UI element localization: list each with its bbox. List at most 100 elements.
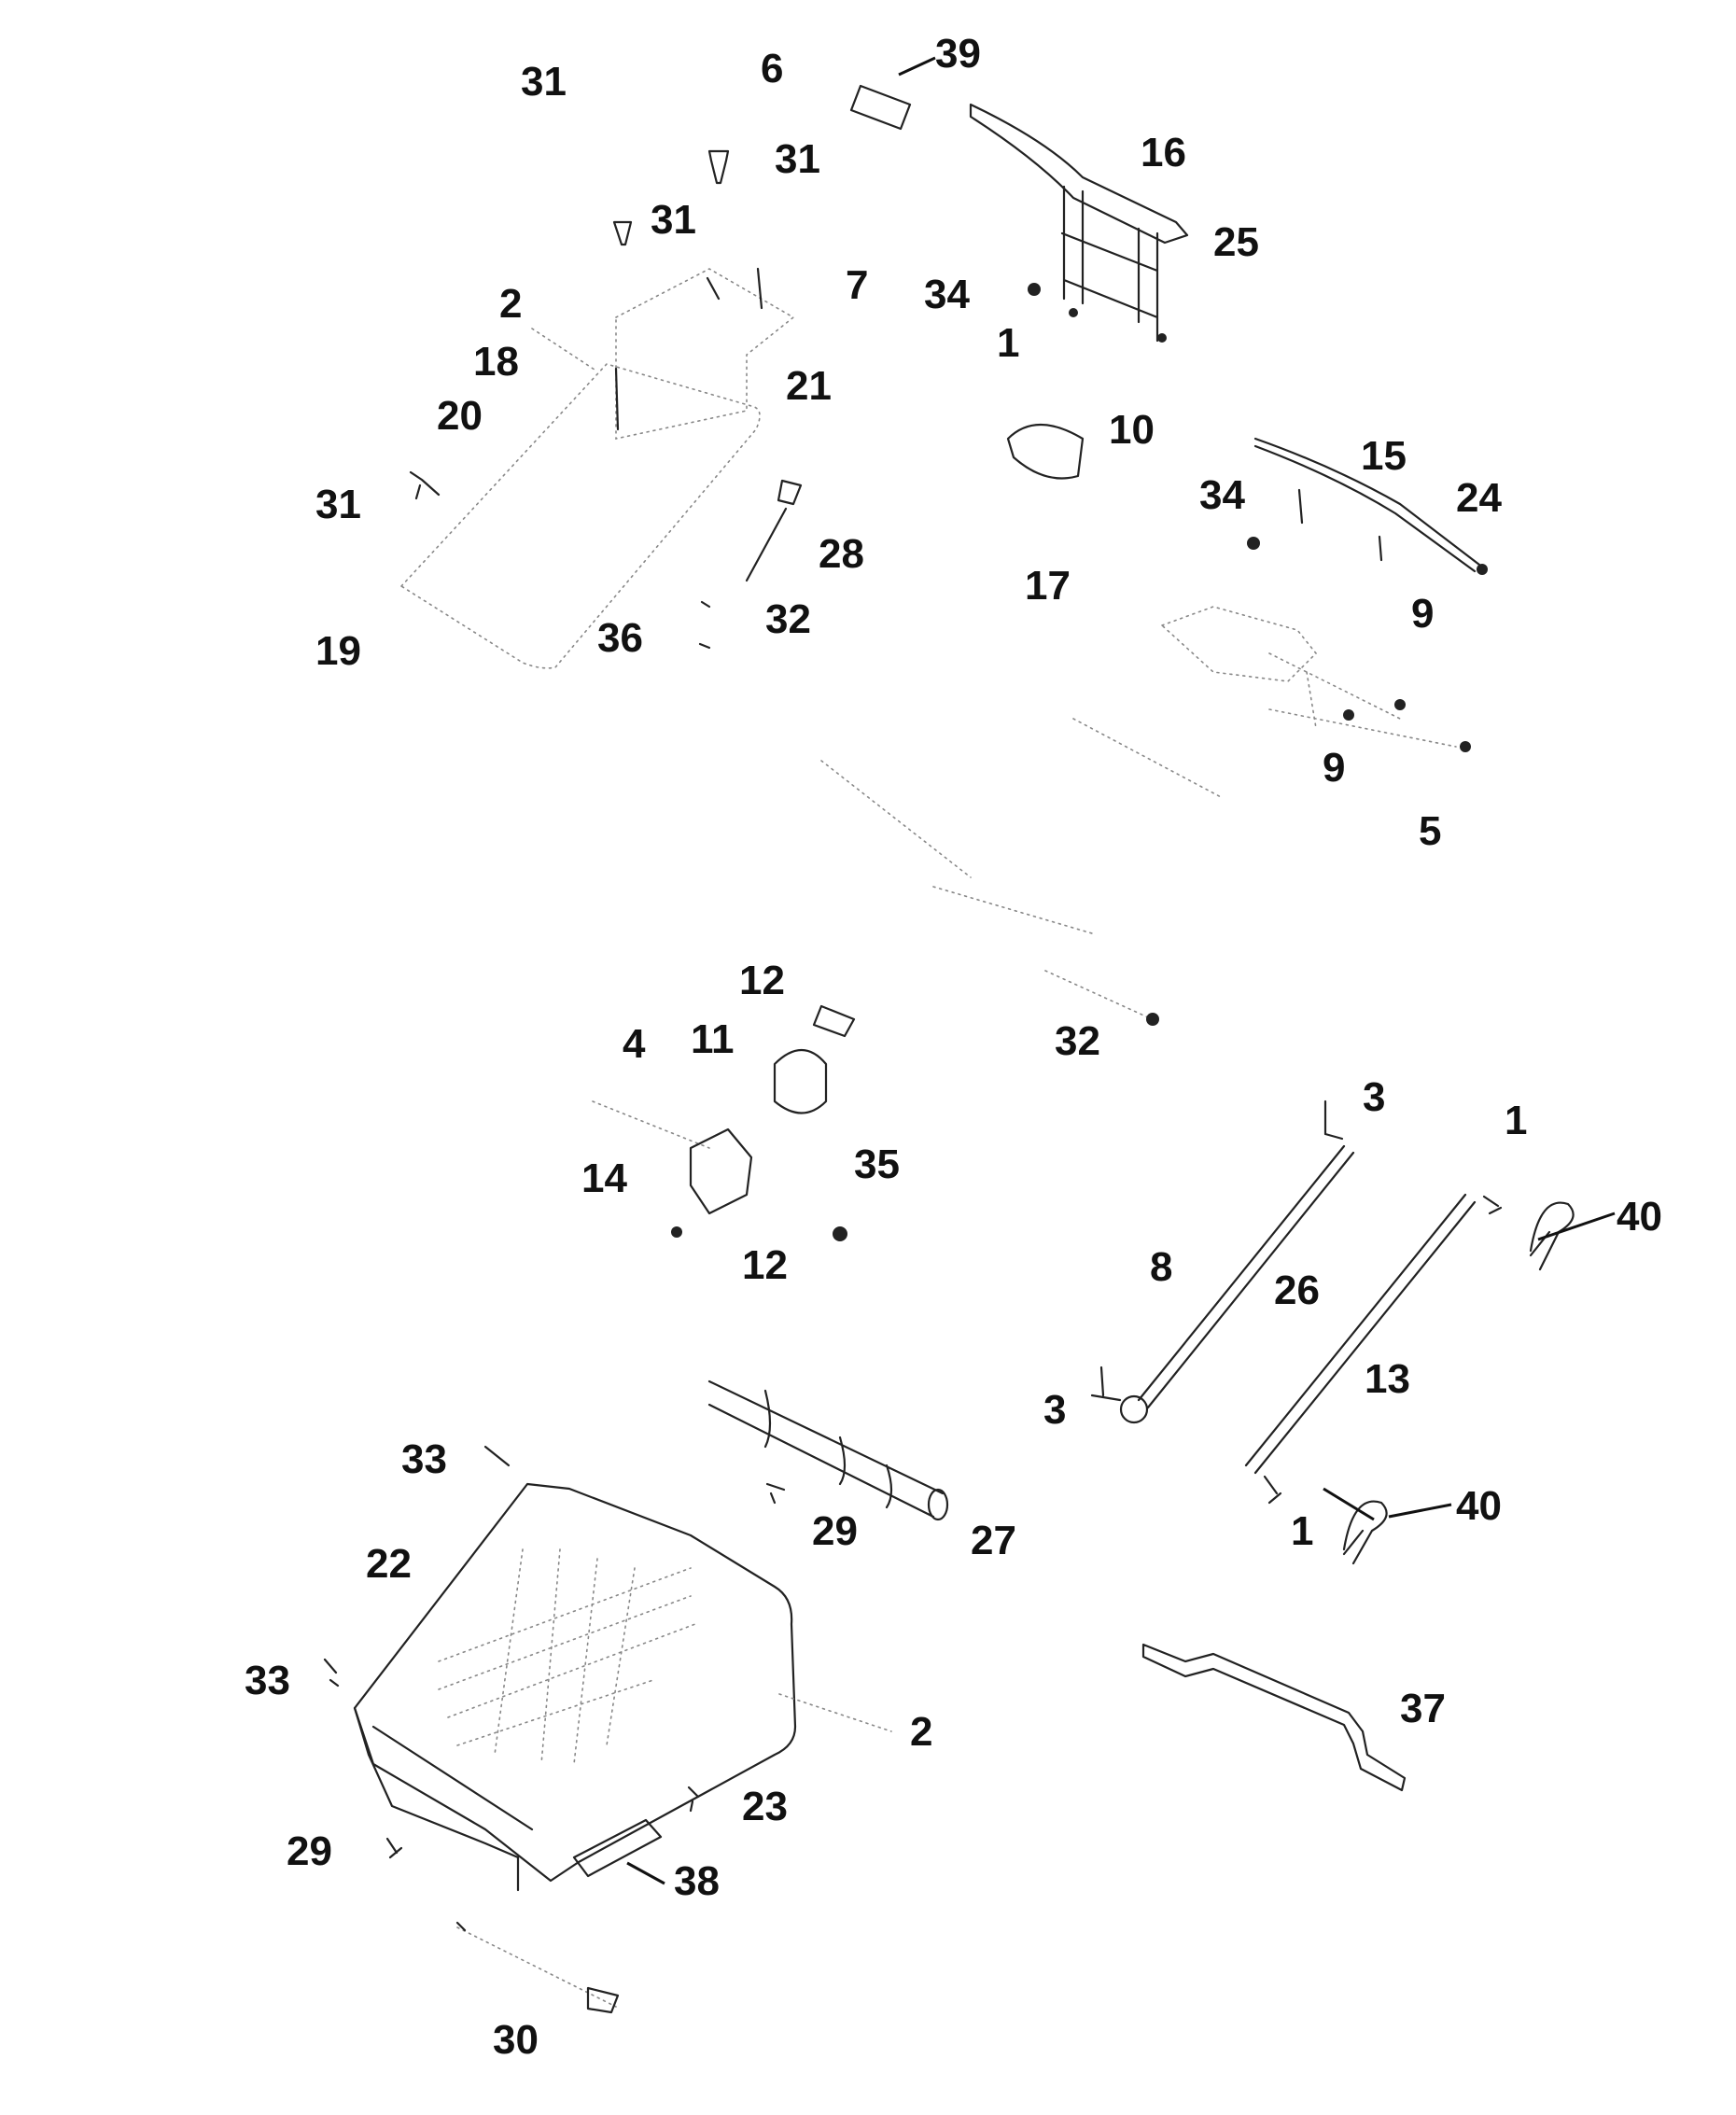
part-18-bracket	[615, 268, 795, 440]
part-3-clip-lower	[1090, 1366, 1122, 1402]
callout-40: 40	[1617, 1194, 1662, 1240]
callout-28: 28	[819, 531, 864, 577]
callout-9: 9	[1411, 591, 1434, 637]
part-14-mount-block	[689, 1128, 753, 1215]
callout-3: 3	[1043, 1387, 1066, 1433]
callout-20: 20	[437, 393, 483, 439]
part-10-roller	[1006, 423, 1085, 480]
part-5-axle-frame	[1268, 652, 1457, 748]
leader-lines	[531, 56, 1616, 1885]
callout-22: 22	[366, 1541, 412, 1587]
part-12-bushing-a	[812, 1004, 856, 1038]
callout-29: 29	[287, 1828, 332, 1874]
part-27-roller-shaft	[707, 1380, 945, 1519]
part-37-bent-bar	[1141, 1643, 1407, 1792]
part-40-hairpin-lower	[1342, 1500, 1388, 1565]
callout-14: 14	[581, 1156, 627, 1201]
part-17-frame	[1072, 606, 1318, 799]
part-11-roller-hub	[773, 1049, 828, 1114]
part-34-nut-upper	[1028, 283, 1041, 296]
callout-1: 1	[1291, 1508, 1313, 1554]
part-25-handle-uprights	[1060, 185, 1159, 343]
part-19-deflector-plate	[399, 363, 761, 669]
main-shaft	[820, 760, 1149, 1018]
part-24-upright	[1297, 488, 1383, 562]
part-12-bushing-b	[833, 1226, 847, 1241]
callout-29: 29	[812, 1508, 858, 1554]
part-15-handle-bar-lower	[1253, 437, 1481, 573]
part-6-bolt	[707, 149, 730, 185]
callout-32: 32	[1055, 1018, 1100, 1064]
callout-24: 24	[1456, 475, 1502, 521]
callout-7: 7	[846, 262, 868, 308]
part-34-nut-lower	[1247, 537, 1260, 550]
callout-39: 39	[935, 31, 981, 77]
parts-artwork	[323, 84, 1575, 2014]
callout-8: 8	[1150, 1244, 1172, 1290]
callout-21: 21	[786, 363, 832, 409]
part-22-catcher-front	[353, 1706, 534, 1859]
callout-1: 1	[1505, 1098, 1527, 1143]
callout-26: 26	[1274, 1268, 1320, 1313]
callout-31: 31	[521, 59, 567, 105]
part-22-catcher-housing	[353, 1482, 797, 1883]
part-8-rod	[1137, 1144, 1355, 1409]
callout-labels: 31 6 39 31 16 31 25 2 7 34 1 18 21 20 10…	[245, 31, 1662, 2063]
callout-11: 11	[691, 1016, 735, 1062]
part-30-axle-rod	[456, 1926, 617, 2008]
callout-25: 25	[1213, 219, 1259, 265]
callout-2: 2	[910, 1709, 932, 1755]
callout-18: 18	[473, 339, 519, 385]
callout-31: 31	[315, 482, 361, 527]
callout-33: 33	[245, 1658, 290, 1703]
part-31-screw-d	[409, 470, 441, 500]
part-23-fastener	[687, 1786, 700, 1813]
callout-40: 40	[1456, 1483, 1502, 1529]
callout-34: 34	[1199, 472, 1245, 518]
part-21-bracket-post	[614, 267, 763, 431]
part-38-label-plate	[572, 1818, 663, 1878]
part-28-pin	[745, 479, 803, 582]
callout-13: 13	[1365, 1356, 1410, 1402]
part-29-clip-upper	[765, 1482, 786, 1505]
part-3-clip-upper	[1323, 1100, 1344, 1141]
callout-34: 34	[924, 272, 970, 317]
part-9-bolt-a	[1394, 699, 1406, 710]
part-33-screw-upper	[483, 1445, 511, 1467]
callout-23: 23	[742, 1784, 788, 1829]
callout-35: 35	[854, 1142, 900, 1187]
callout-5: 5	[1419, 808, 1441, 854]
callout-15: 15	[1361, 433, 1407, 479]
part-39-handle-grip	[849, 84, 912, 131]
callout-33: 33	[401, 1436, 447, 1482]
callout-31: 31	[775, 136, 820, 182]
part-31-screw-b	[612, 220, 633, 246]
callout-9: 9	[1323, 745, 1345, 791]
part-30-axle-end	[455, 1921, 620, 2014]
callout-30: 30	[493, 2017, 539, 2063]
part-32-clip-upper	[698, 600, 711, 650]
part-1-pin-lower	[1263, 1475, 1282, 1505]
callout-37: 37	[1400, 1686, 1446, 1731]
part-9-bolt-b	[1343, 709, 1354, 721]
part-33-screw-lower	[323, 1658, 340, 1688]
callout-6: 6	[761, 46, 783, 91]
callout-12: 12	[739, 958, 785, 1003]
part-4-axle	[592, 1100, 710, 1149]
part-1-pin-upper	[1482, 1195, 1503, 1215]
callout-38: 38	[674, 1858, 720, 1904]
callout-4: 4	[623, 1021, 646, 1067]
part-13-rod	[1244, 1193, 1477, 1475]
catcher-grille	[438, 1548, 696, 1765]
callout-27: 27	[971, 1518, 1016, 1563]
part-16-handle-bar	[969, 103, 1189, 245]
callout-16: 16	[1141, 130, 1186, 175]
callout-3: 3	[1363, 1074, 1385, 1120]
callout-2: 2	[499, 281, 522, 327]
callout-10: 10	[1109, 407, 1155, 453]
callout-36: 36	[597, 615, 643, 661]
callout-32: 32	[765, 596, 811, 642]
part-29-clip-lower	[385, 1837, 403, 1859]
callout-31: 31	[651, 197, 696, 243]
